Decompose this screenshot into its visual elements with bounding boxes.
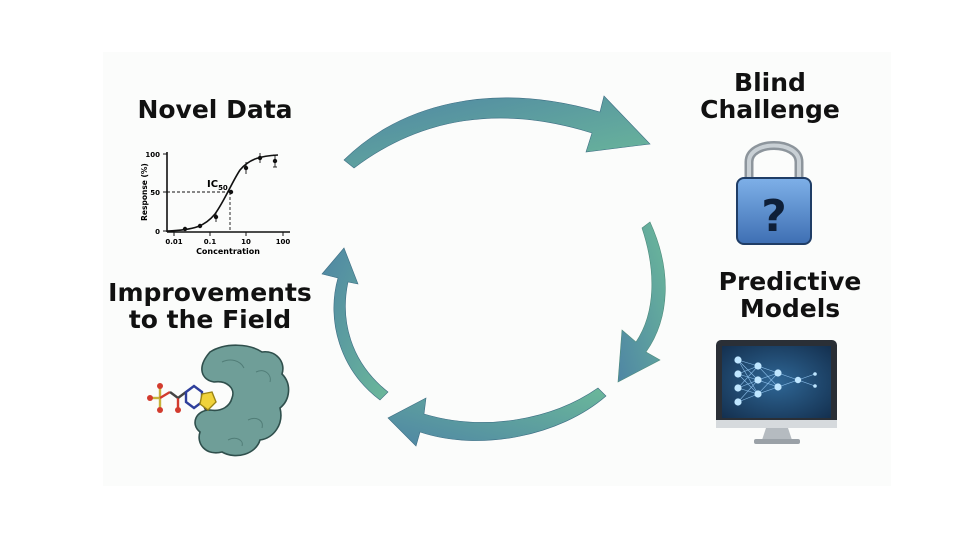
protein-blob [194,344,290,457]
dose-response-chart: 100 50 0 0.01 0.1 10 100 Concentration R… [140,151,290,256]
ic50-annotation: IC50 [207,179,228,192]
x-tick-label: 0.1 [204,238,217,246]
y-tick-label: 100 [145,151,160,159]
data-points [182,155,278,232]
question-mark: ? [761,191,787,242]
chart-x-label: Concentration [196,247,260,256]
x-tick-label: 10 [241,238,251,246]
blind-challenge-line1: Blind [734,68,806,97]
label-novel-data: Novel Data [120,96,310,123]
novel-data-text: Novel Data [137,95,293,124]
chart-ticks [163,153,284,236]
arrow-bottom [387,387,607,447]
label-blind-challenge: Blind Challenge [680,69,860,123]
predictive-models-line2: Models [739,294,841,323]
network-nodes [734,356,817,406]
chart-y-label: Response (%) [140,163,149,221]
label-predictive-models: Predictive Models [700,268,880,322]
x-tick-label: 100 [276,238,291,246]
improvements-line2: to the Field [128,305,292,334]
y-tick-label: 0 [155,228,160,236]
arrow-left [321,247,389,401]
error-bars [215,153,277,222]
x-tick-label: 0.01 [165,238,182,246]
ligand [150,384,208,411]
blind-challenge-line2: Challenge [700,95,840,124]
predictive-models-line1: Predictive [718,267,862,296]
improvements-line1: Improvements [108,278,312,307]
dose-response-curve [166,154,279,232]
protein-ligand-icon [147,344,290,457]
label-improvements: Improvements to the Field [90,279,330,333]
padlock-question-icon: ? [736,141,812,245]
y-tick-label: 50 [150,189,160,197]
neural-network-monitor-icon [716,340,837,444]
cycle-arrows [321,95,666,447]
arrow-right [617,221,666,383]
arrow-top [343,95,651,169]
